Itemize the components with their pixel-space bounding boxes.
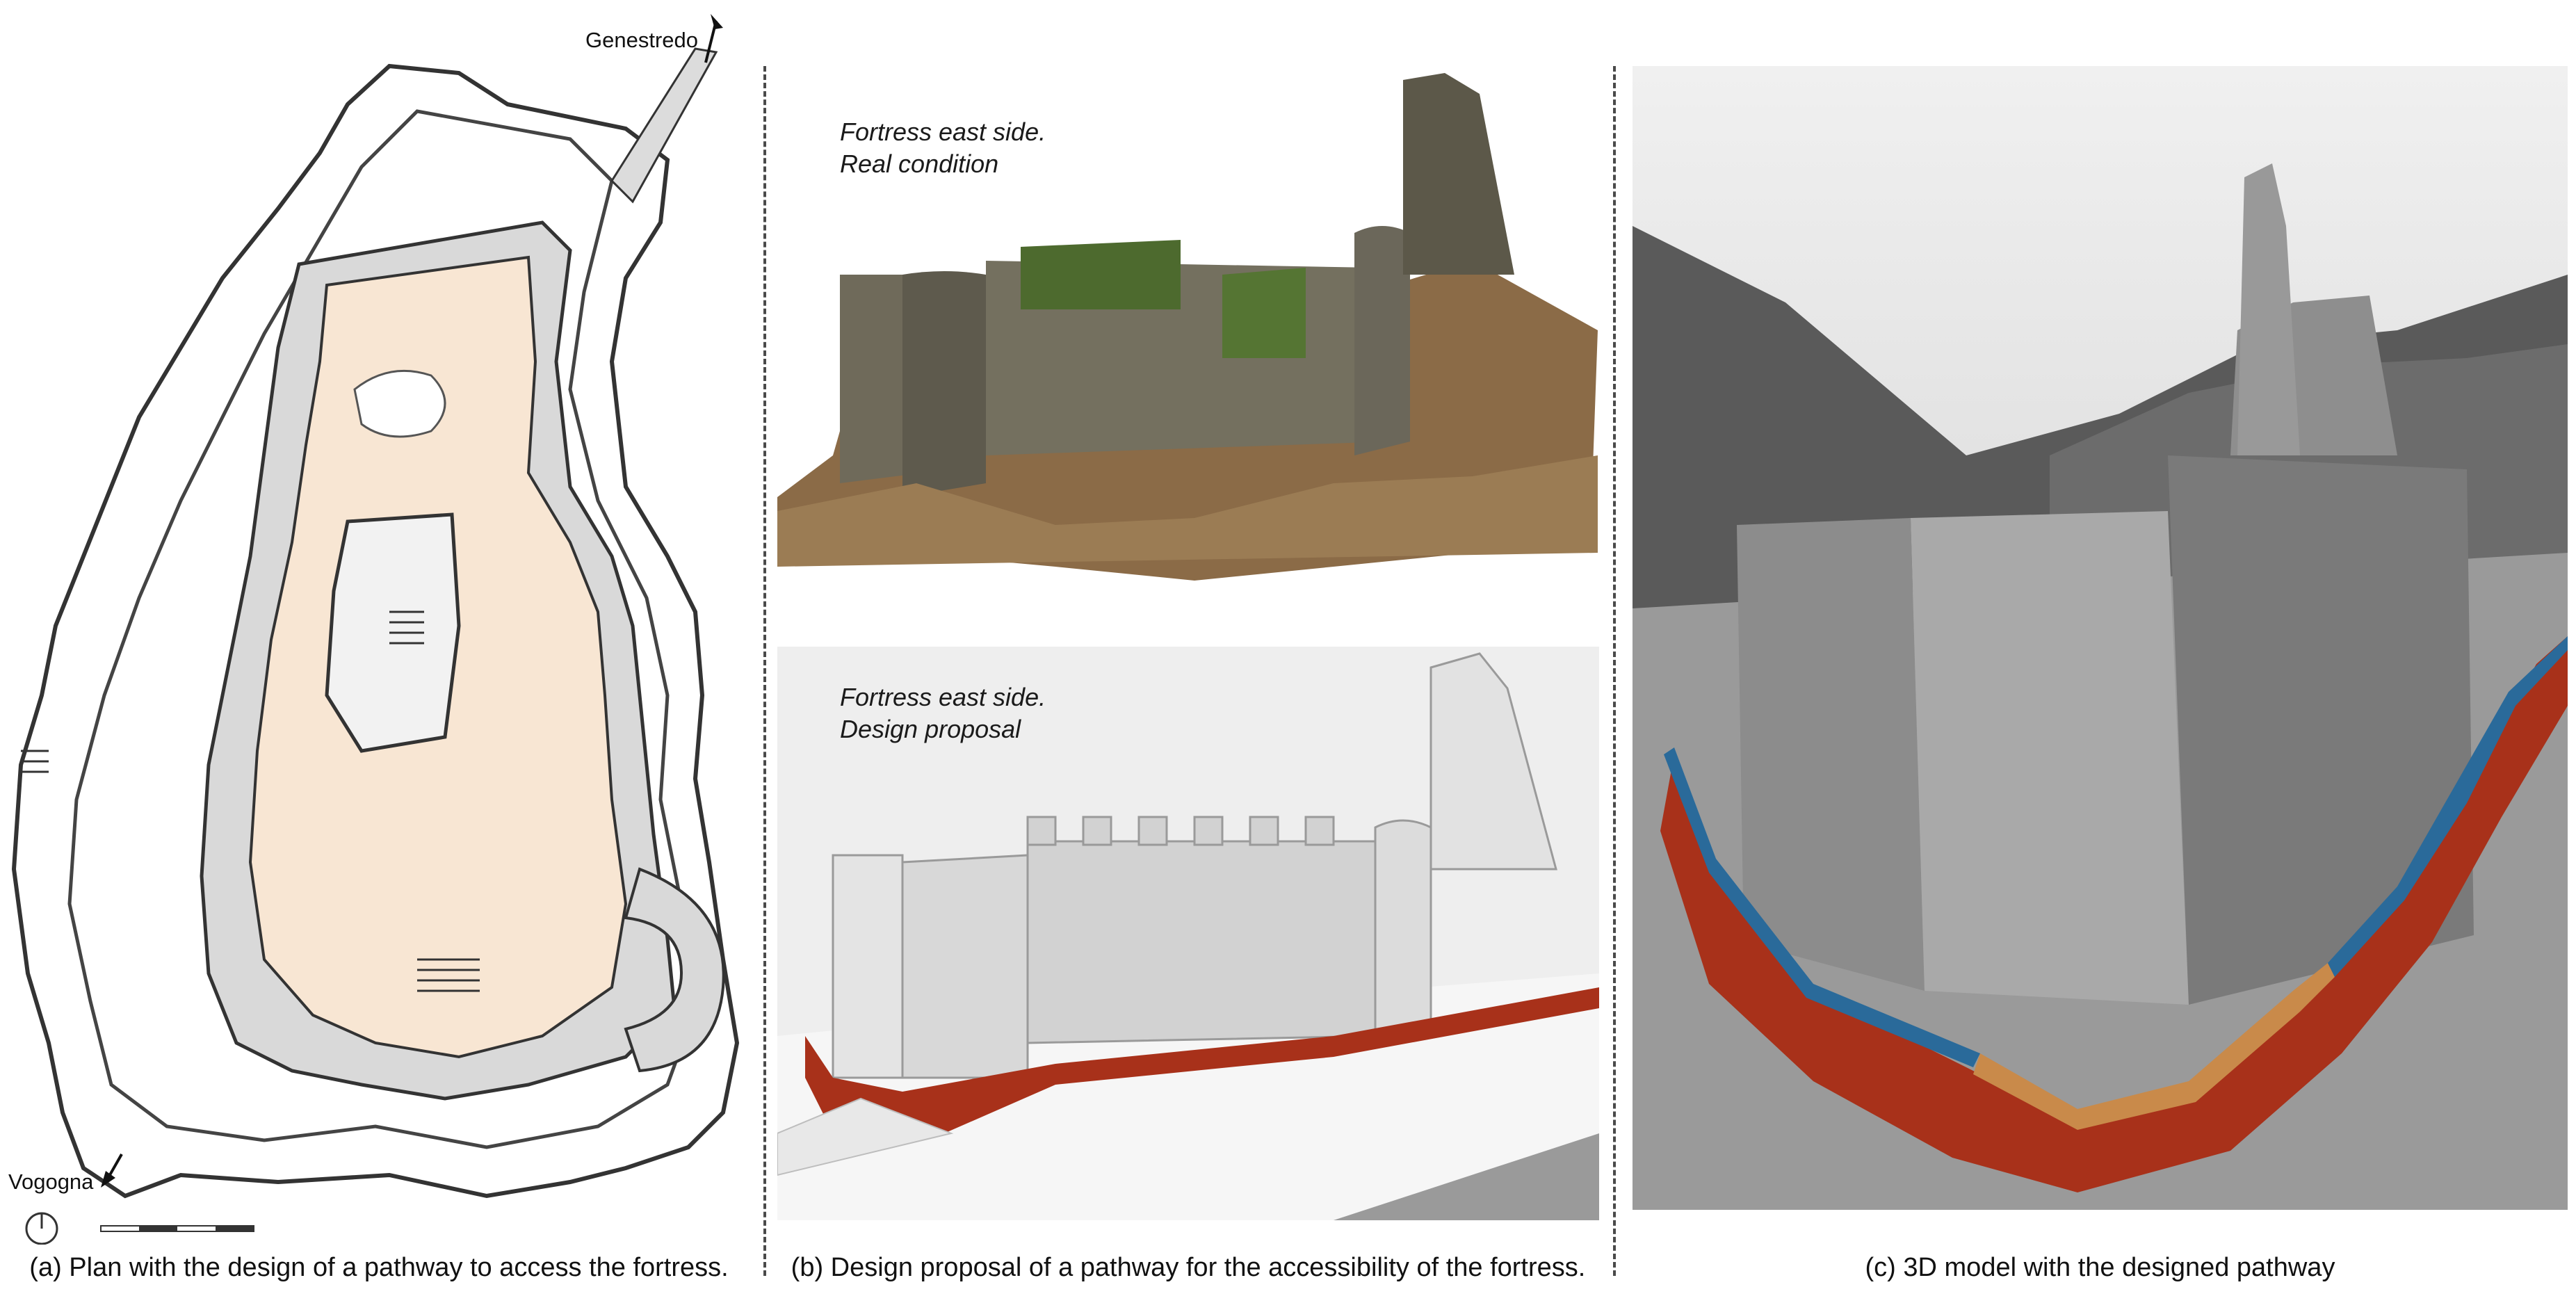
- caption-b: (b) Design proposal of a pathway for the…: [791, 1253, 1586, 1282]
- divider-b-c: [1613, 66, 1616, 1276]
- real-condition-photo: [777, 73, 1598, 581]
- caption-a: (a) Plan with the design of a pathway to…: [29, 1253, 729, 1282]
- divider-a-b: [763, 66, 766, 1276]
- design-proposal-subtitle: Design proposal: [840, 715, 1021, 743]
- arrow-south-icon: [101, 1171, 115, 1188]
- terrain-ring: [67, 109, 697, 1149]
- 3d-model-render: [1633, 66, 2568, 1210]
- fortress-plan-drawing: [11, 14, 740, 1245]
- design-proposal-title: Fortress east side.: [840, 683, 1046, 711]
- pathway-blue-rail: [1664, 747, 1980, 1067]
- destination-genestredo: Genestredo: [585, 28, 698, 52]
- real-condition-title: Fortress east side.: [840, 118, 1046, 146]
- model-panel: [1633, 66, 2568, 1210]
- rock-outcrop: [353, 369, 446, 438]
- access-road-north: [610, 47, 718, 204]
- pathway-red-wall: [1660, 636, 2568, 1192]
- stairs-hatching: [21, 610, 480, 992]
- caption-c: (c) 3D model with the designed pathway: [1865, 1253, 2335, 1282]
- plan-panel: Genestredo Vogogna: [0, 0, 758, 1245]
- design-proposal-drawing: [777, 647, 1599, 1220]
- scale-bar: [100, 1225, 254, 1232]
- designed-pathway: [805, 987, 1599, 1133]
- real-condition-subtitle: Real condition: [840, 149, 999, 178]
- arrow-north-icon: [711, 14, 723, 29]
- destination-vogogna: Vogogna: [8, 1170, 94, 1194]
- design-proposal-note: Fortress east side. Design proposal: [840, 681, 1046, 745]
- elevation-panel: Fortress east side. Real condition Fortr…: [777, 66, 1599, 1220]
- real-condition-note: Fortress east side. Real condition: [840, 116, 1046, 180]
- pathway-wood-deck: [1973, 963, 2335, 1130]
- round-bastion: [624, 867, 725, 1073]
